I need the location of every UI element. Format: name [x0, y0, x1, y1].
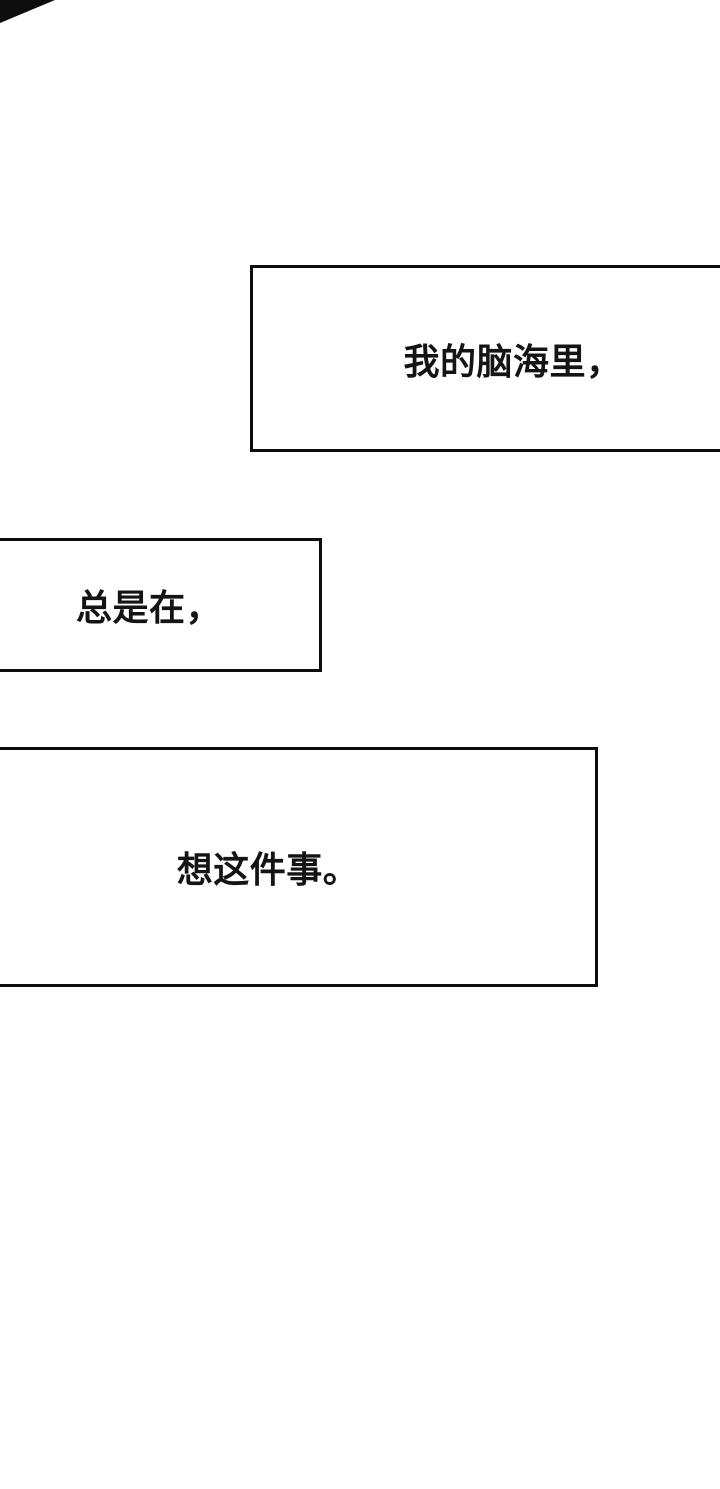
caption-box-bottom: 想这件事。	[0, 747, 598, 987]
caption-text-bottom: 想这件事。	[176, 849, 360, 890]
caption-box-top: 我的脑海里，	[250, 265, 720, 452]
panel-corner-wedge-icon	[0, 0, 55, 23]
caption-box-middle: 总是在，	[0, 538, 322, 672]
caption-text-middle: 总是在，	[75, 587, 222, 628]
caption-text-top: 我的脑海里，	[403, 340, 623, 382]
